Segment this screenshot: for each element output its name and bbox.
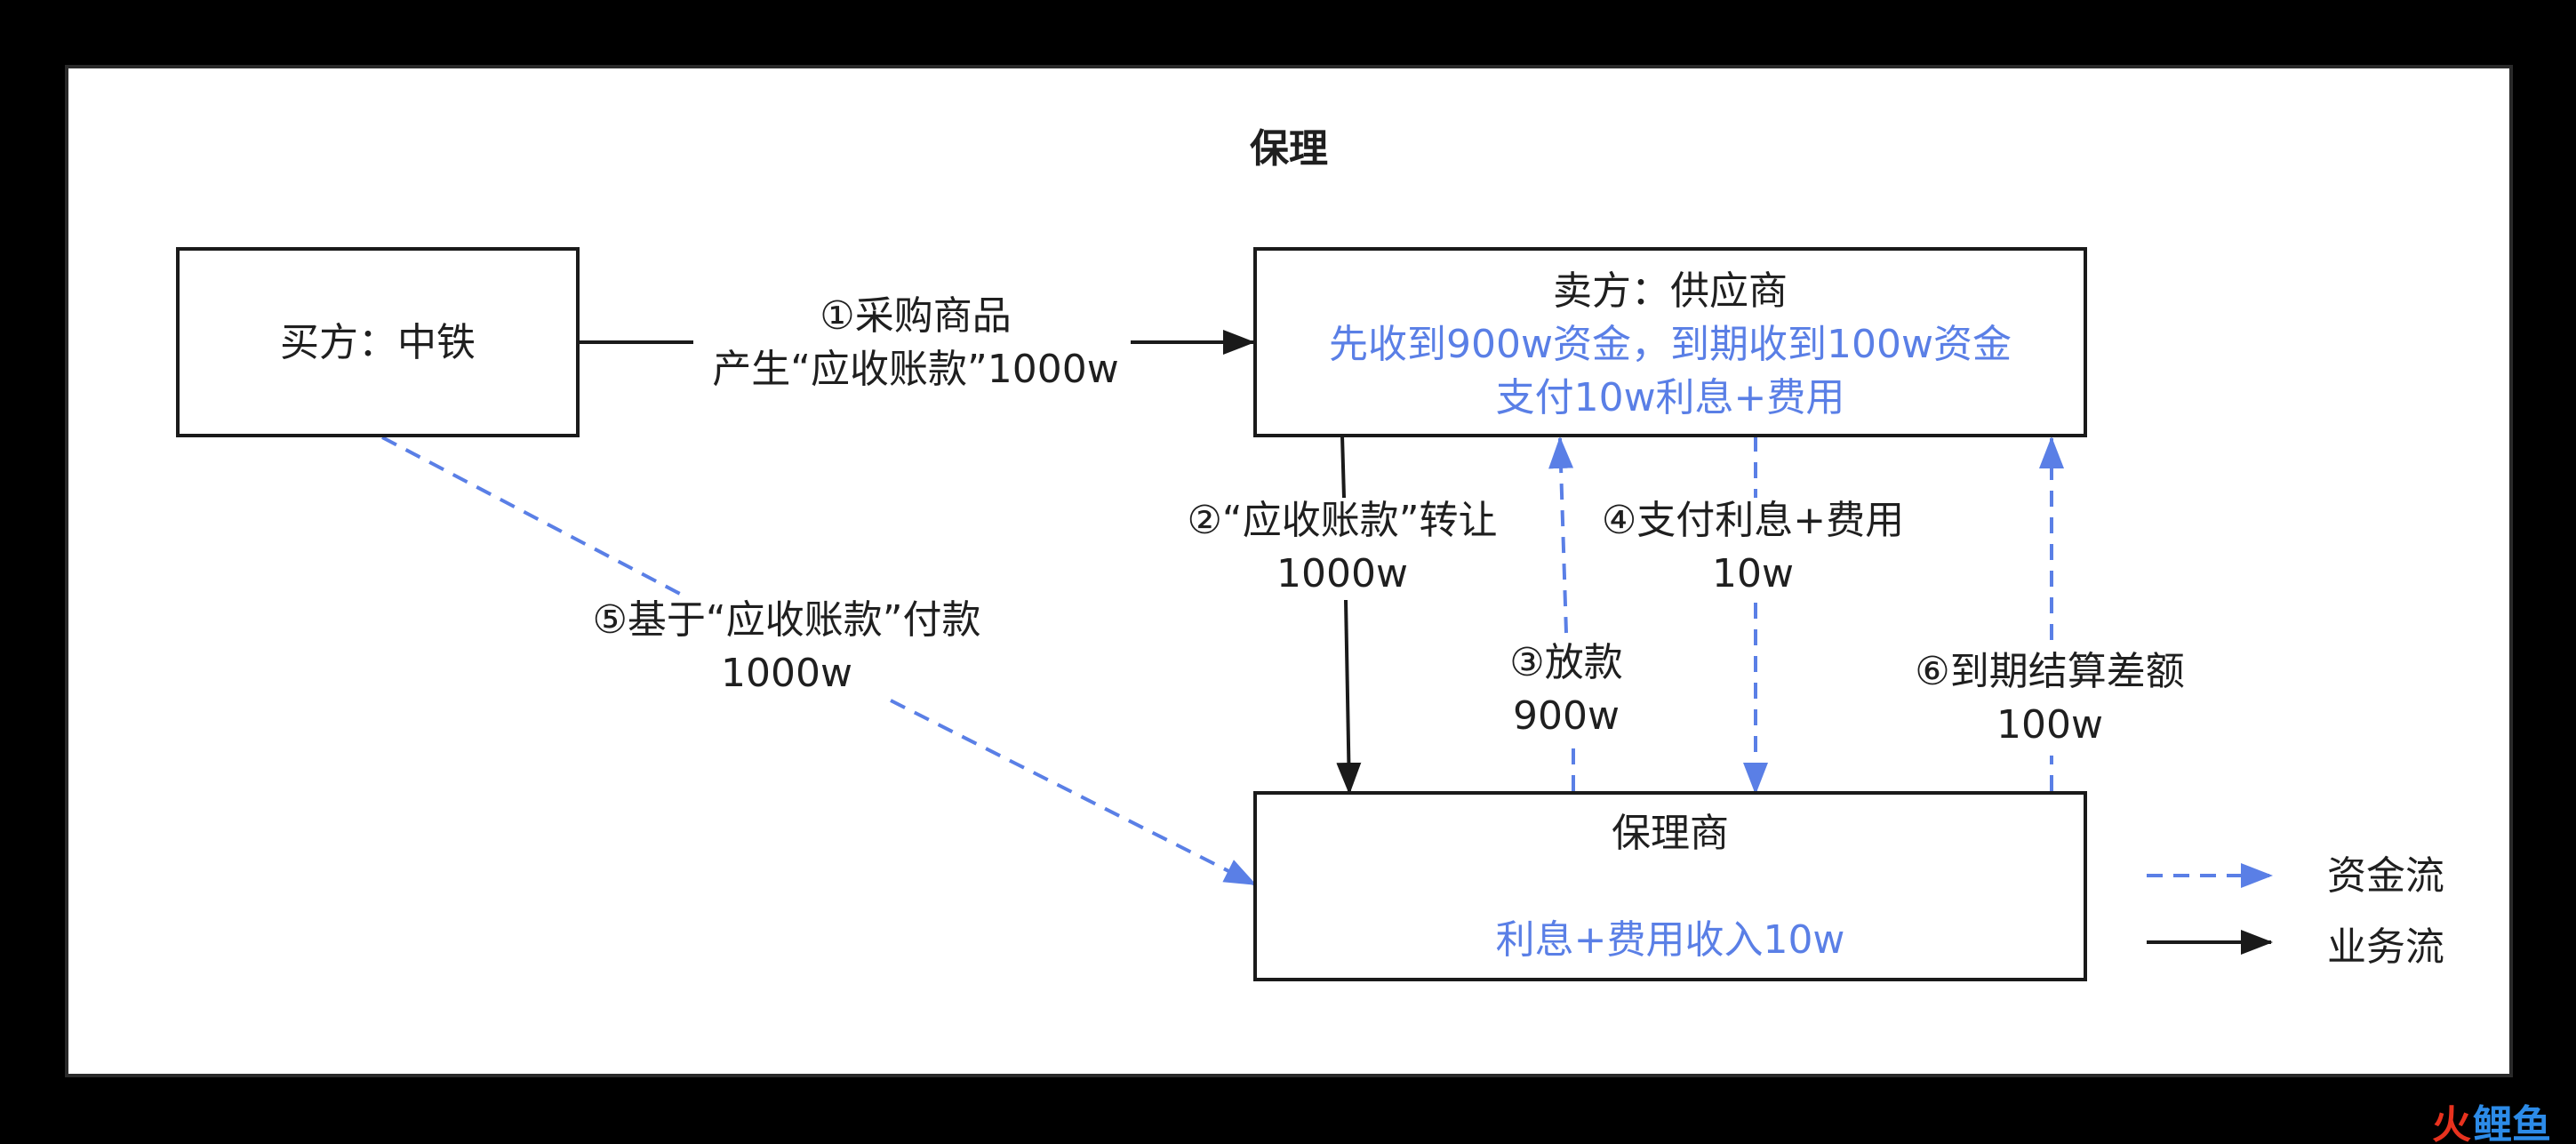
edge-label-payment-line1: ⑤基于“应收账款”付款 xyxy=(592,597,980,643)
edge-label-settle-line2: 100w xyxy=(1996,702,2103,748)
edge-label-loan: ③放款 900w xyxy=(1509,640,1622,739)
edge-label-payment-line2: 1000w xyxy=(721,651,852,696)
factor-label: 保理商 xyxy=(1612,811,1729,856)
seller-note-line2: 支付10w利息+费用 xyxy=(1496,375,1845,420)
buyer-box xyxy=(176,247,580,437)
edge-label-purchase-line2: 产生“应收账款”1000w xyxy=(712,347,1119,392)
legend: 资金流 业务流 xyxy=(2147,853,2444,970)
edge-payment-arrow xyxy=(890,699,1257,886)
edge-transfer-arrow xyxy=(1336,599,1362,795)
factor-box xyxy=(1253,791,2087,981)
edge-label-payment: ⑤基于“应收账款”付款 1000w xyxy=(592,597,980,696)
edge-label-interest-line2: 10w xyxy=(1712,551,1794,596)
factor-note: 利息+费用收入10w xyxy=(1496,917,1845,963)
edge-payment-line-top xyxy=(381,436,681,596)
node-seller: 卖方：供应商 先收到900w资金，到期收到100w资金 支付10w利息+费用 xyxy=(1253,247,2087,437)
edge-label-settle-line1: ⑥到期结算差额 xyxy=(1915,649,2184,694)
edge-label-transfer-line2: 1000w xyxy=(1276,551,1408,596)
watermark-part1: 火 xyxy=(2432,1102,2471,1144)
edge-label-purchase-line1: ①采购商品 xyxy=(820,293,1011,339)
legend-fund-label: 资金流 xyxy=(2327,853,2444,899)
edge-label-loan-line2: 900w xyxy=(1513,693,1620,739)
edge-loan-arrow xyxy=(1548,436,1574,634)
watermark-part2: 鲤鱼 xyxy=(2473,1102,2551,1144)
buyer-label: 买方：中铁 xyxy=(280,320,476,365)
edge-label-purchase: ①采购商品 产生“应收账款”1000w xyxy=(712,293,1119,392)
edge-label-transfer: ②“应收账款”转让 1000w xyxy=(1187,498,1497,596)
watermark-logo: 火 鲤鱼 xyxy=(2432,1102,2551,1144)
diagram-title: 保理 xyxy=(1250,126,1328,172)
edge-label-transfer-line1: ②“应收账款”转让 xyxy=(1187,498,1497,543)
seller-box xyxy=(1253,247,2087,437)
node-factor: 保理商 利息+费用收入10w xyxy=(1253,791,2087,981)
legend-business-label: 业务流 xyxy=(2327,924,2444,970)
seller-label: 卖方：供应商 xyxy=(1553,268,1788,314)
edge-label-interest-line1: ④支付利息+费用 xyxy=(1602,498,1904,543)
edge-label-loan-line1: ③放款 xyxy=(1509,640,1622,685)
seller-note-line1: 先收到900w资金，到期收到100w资金 xyxy=(1329,322,2012,367)
edge-label-interest: ④支付利息+费用 10w xyxy=(1602,498,1904,596)
edge-label-settle: ⑥到期结算差额 100w xyxy=(1915,649,2184,748)
node-buyer: 买方：中铁 xyxy=(176,247,580,437)
edge-transfer-line-top xyxy=(1340,435,1346,499)
